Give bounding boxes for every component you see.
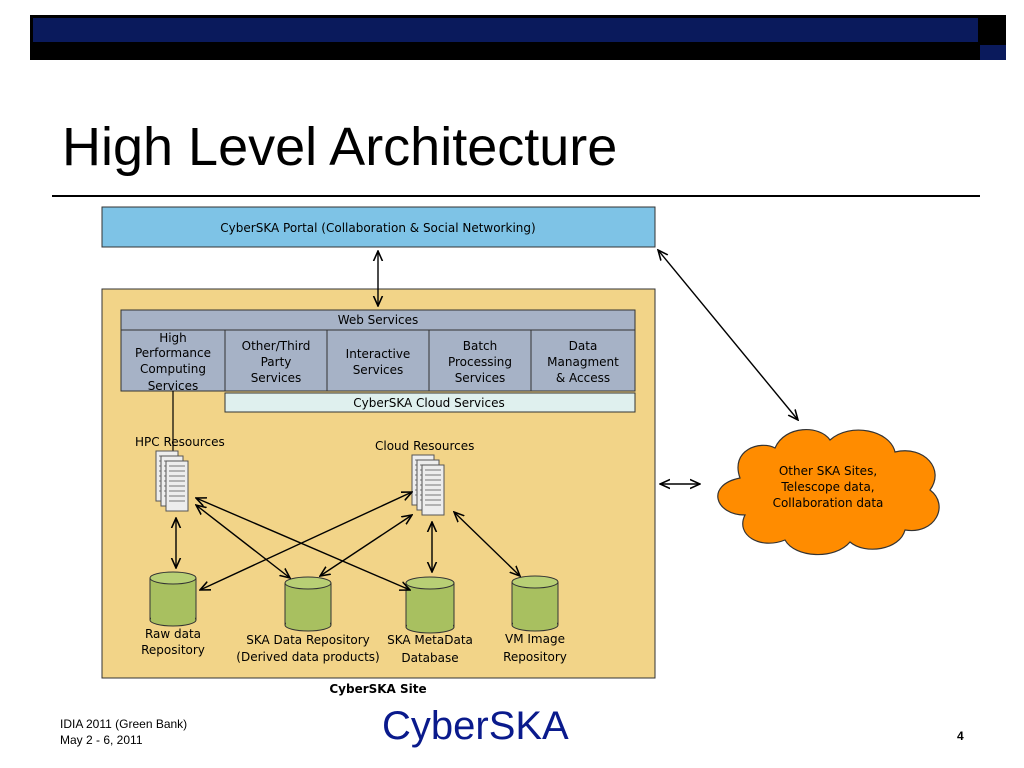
external-sites-cloud-shape — [717, 428, 940, 556]
footer-event-name: IDIA 2011 (Green Bank) — [60, 717, 188, 731]
site-label: CyberSKA Site — [329, 682, 426, 696]
service-third-party-line3: Services — [251, 371, 302, 385]
portal-box — [101, 206, 656, 248]
service-data-line1: Data — [569, 339, 598, 353]
cloud-resources-label: Cloud Resources — [375, 439, 474, 453]
service-hpc-line4: Services — [148, 379, 199, 393]
arrow-cloud-to-vm-image — [454, 512, 520, 576]
hpc-server-stack-icon — [155, 450, 189, 512]
db-ska-repo-line2: (Derived data products) — [236, 650, 379, 664]
service-box-batch — [428, 329, 532, 392]
footer-event-dates: May 2 - 6, 2011 — [60, 733, 143, 747]
database-vm-image-icon — [511, 575, 559, 632]
service-interactive-line2: Services — [353, 363, 404, 377]
service-batch-line3: Services — [455, 371, 506, 385]
external-cloud-line3: Collaboration data — [773, 496, 884, 510]
database-ska-data-repository-icon — [284, 576, 332, 632]
db-raw-line2: Repository — [141, 643, 205, 657]
arrow-portal-to-external-cloud — [658, 250, 798, 420]
db-metadata-line2: Database — [401, 651, 458, 665]
arrow-cloud-to-raw-data — [200, 492, 412, 590]
service-hpc-line2: Performance — [135, 346, 211, 360]
db-metadata-line1: SKA MetaData — [387, 633, 473, 647]
service-data-line2: Managment — [547, 355, 619, 369]
db-vm-line2: Repository — [503, 650, 567, 664]
service-third-party-line2: Party — [261, 355, 292, 369]
portal-label: CyberSKA Portal (Collaboration & Social … — [220, 221, 535, 235]
service-box-data-management — [530, 329, 636, 392]
title-divider — [52, 195, 980, 197]
service-hpc-line1: High — [159, 331, 187, 345]
title-bar-corner-block — [977, 45, 1006, 60]
service-batch-line1: Batch — [463, 339, 498, 353]
service-box-third-party — [224, 329, 328, 392]
service-box-hpc — [120, 329, 226, 392]
service-hpc-line3: Computing — [140, 362, 206, 376]
service-data-line3: & Access — [556, 371, 610, 385]
cloud-server-stack-icon — [411, 454, 445, 516]
arrow-cloud-to-ska-repo — [320, 515, 412, 576]
title-bar-decoration — [30, 15, 1006, 60]
service-third-party-line1: Other/Third — [242, 339, 311, 353]
db-raw-line1: Raw data — [145, 627, 201, 641]
database-ska-metadata-icon — [405, 576, 455, 634]
title-bar-stripe — [33, 18, 978, 42]
external-cloud-line1: Other SKA Sites, — [779, 464, 877, 478]
database-raw-data-icon — [149, 571, 197, 627]
page-number: 4 — [957, 729, 964, 743]
service-interactive-line1: Interactive — [346, 347, 411, 361]
cloud-services-bar — [224, 392, 636, 413]
service-batch-line2: Processing — [448, 355, 512, 369]
external-cloud-line2: Telescope data, — [780, 480, 874, 494]
db-ska-repo-line1: SKA Data Repository — [246, 633, 370, 647]
slide-title: High Level Architecture — [62, 117, 618, 177]
footer-event-info: IDIA 2011 (Green Bank) May 2 - 6, 2011 — [60, 716, 187, 748]
cloud-services-label: CyberSKA Cloud Services — [353, 396, 504, 410]
db-vm-line1: VM Image — [505, 632, 565, 646]
hpc-resources-label: HPC Resources — [135, 435, 225, 449]
web-services-label: Web Services — [338, 313, 419, 327]
service-box-interactive — [326, 329, 430, 392]
footer-brand: CyberSKA — [382, 704, 569, 748]
